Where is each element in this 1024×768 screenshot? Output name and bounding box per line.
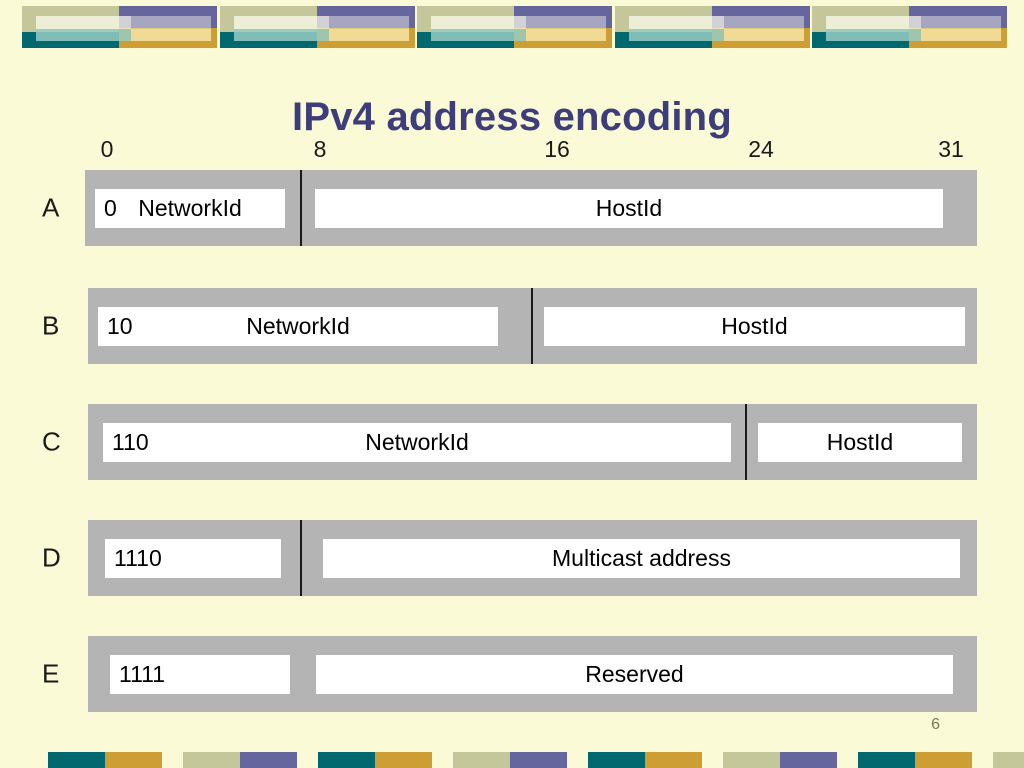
motif-layer-cream bbox=[131, 29, 211, 41]
footer-block-11 bbox=[723, 752, 780, 768]
footer-block-8 bbox=[510, 752, 567, 768]
footer-block-4 bbox=[240, 752, 297, 768]
ruler-tick-24: 24 bbox=[748, 136, 774, 162]
page-number: 6 bbox=[931, 716, 940, 733]
motif-layer-pale-l bbox=[629, 16, 724, 29]
class-label-b: B bbox=[42, 310, 60, 341]
address-class-row-e: E 1111 Reserved bbox=[0, 636, 1024, 712]
footer-block-9 bbox=[588, 752, 645, 768]
field-label: Reserved bbox=[585, 661, 684, 687]
class-label-c: C bbox=[42, 426, 61, 457]
motif-layer-cream bbox=[921, 29, 1001, 41]
motif-layer-pale-l bbox=[431, 16, 526, 29]
address-class-row-c: C 110 NetworkId HostId bbox=[0, 404, 1024, 480]
field-networkid: 10 NetworkId bbox=[98, 307, 498, 346]
field-prefix-bits: 1110 bbox=[105, 539, 281, 578]
ruler-tick-8: 8 bbox=[313, 136, 327, 162]
address-class-row-d: D 1110 Multicast address bbox=[0, 520, 1024, 596]
header-motif-5 bbox=[812, 6, 1007, 48]
footer-block-2 bbox=[105, 752, 162, 768]
field-label: NetworkId bbox=[365, 429, 469, 455]
motif-layer-pale-r bbox=[329, 16, 409, 29]
field-networkid: 0 NetworkId bbox=[95, 189, 285, 228]
motif-layer-cream bbox=[329, 29, 409, 41]
field-reserved: Reserved bbox=[316, 655, 953, 694]
field-prefix-bits: 1110 bbox=[114, 545, 162, 571]
motif-layer-pale-l bbox=[234, 16, 329, 29]
field-hostid: HostId bbox=[315, 189, 943, 228]
motif-layer-mint bbox=[431, 29, 526, 41]
field-prefix-bits: 10 bbox=[107, 313, 133, 339]
footer-block-3 bbox=[183, 752, 240, 768]
motif-layer-cream bbox=[724, 29, 804, 41]
field-label: HostId bbox=[826, 429, 894, 455]
field-divider-line bbox=[300, 170, 302, 246]
field-prefix-bits: 0 bbox=[104, 195, 117, 221]
footer-block-14 bbox=[915, 752, 972, 768]
field-hostid: HostId bbox=[544, 307, 965, 346]
field-prefix-bits: 1111 bbox=[119, 661, 166, 687]
motif-layer-mint bbox=[36, 29, 131, 41]
field-prefix-bits: 110 bbox=[112, 429, 149, 455]
field-label: HostId bbox=[595, 195, 663, 221]
motif-layer-pale-l bbox=[36, 16, 131, 29]
motif-layer-mint bbox=[826, 29, 921, 41]
field-hostid: HostId bbox=[758, 423, 962, 462]
footer-decorative-band bbox=[0, 752, 1024, 768]
footer-block-6 bbox=[375, 752, 432, 768]
field-divider-line bbox=[531, 288, 533, 364]
header-motif-4 bbox=[615, 6, 810, 48]
footer-block-15 bbox=[993, 752, 1024, 768]
field-label: NetworkId bbox=[246, 313, 350, 339]
field-multicast-address: Multicast address bbox=[323, 539, 960, 578]
motif-layer-pale-l bbox=[826, 16, 921, 29]
footer-block-10 bbox=[645, 752, 702, 768]
field-prefix-bits: 1111 bbox=[110, 655, 290, 694]
header-motif-3 bbox=[417, 6, 612, 48]
address-class-row-b: B 10 NetworkId HostId bbox=[0, 288, 1024, 364]
header-motif-1 bbox=[22, 6, 217, 48]
motif-layer-pale-r bbox=[526, 16, 606, 29]
header-decorative-band bbox=[0, 0, 1024, 56]
motif-layer-pale-r bbox=[131, 16, 211, 29]
ruler-tick-0: 0 bbox=[100, 136, 114, 162]
footer-block-12 bbox=[780, 752, 837, 768]
field-label: HostId bbox=[721, 313, 788, 339]
footer-block-7 bbox=[453, 752, 510, 768]
field-label: Multicast address bbox=[552, 545, 731, 571]
class-label-a: A bbox=[42, 192, 60, 223]
field-divider-line bbox=[300, 520, 302, 596]
header-motif-2 bbox=[220, 6, 415, 48]
field-label: NetworkId bbox=[138, 195, 242, 221]
page-title: IPv4 address encoding bbox=[292, 94, 732, 139]
ruler-tick-31: 31 bbox=[938, 136, 964, 162]
ruler-tick-16: 16 bbox=[544, 136, 570, 162]
footer-block-5 bbox=[318, 752, 375, 768]
bit-position-ruler: 0 8 16 24 31 bbox=[0, 136, 1024, 164]
address-class-row-a: A 0 NetworkId HostId bbox=[0, 170, 1024, 246]
field-divider-line bbox=[745, 404, 747, 480]
motif-layer-pale-r bbox=[921, 16, 1001, 29]
class-label-d: D bbox=[42, 542, 61, 573]
footer-block-13 bbox=[858, 752, 915, 768]
motif-layer-pale-r bbox=[724, 16, 804, 29]
motif-layer-mint bbox=[234, 29, 329, 41]
class-label-e: E bbox=[42, 658, 60, 689]
field-networkid: 110 NetworkId bbox=[103, 423, 731, 462]
footer-block-1 bbox=[48, 752, 105, 768]
motif-layer-cream bbox=[526, 29, 606, 41]
motif-layer-mint bbox=[629, 29, 724, 41]
